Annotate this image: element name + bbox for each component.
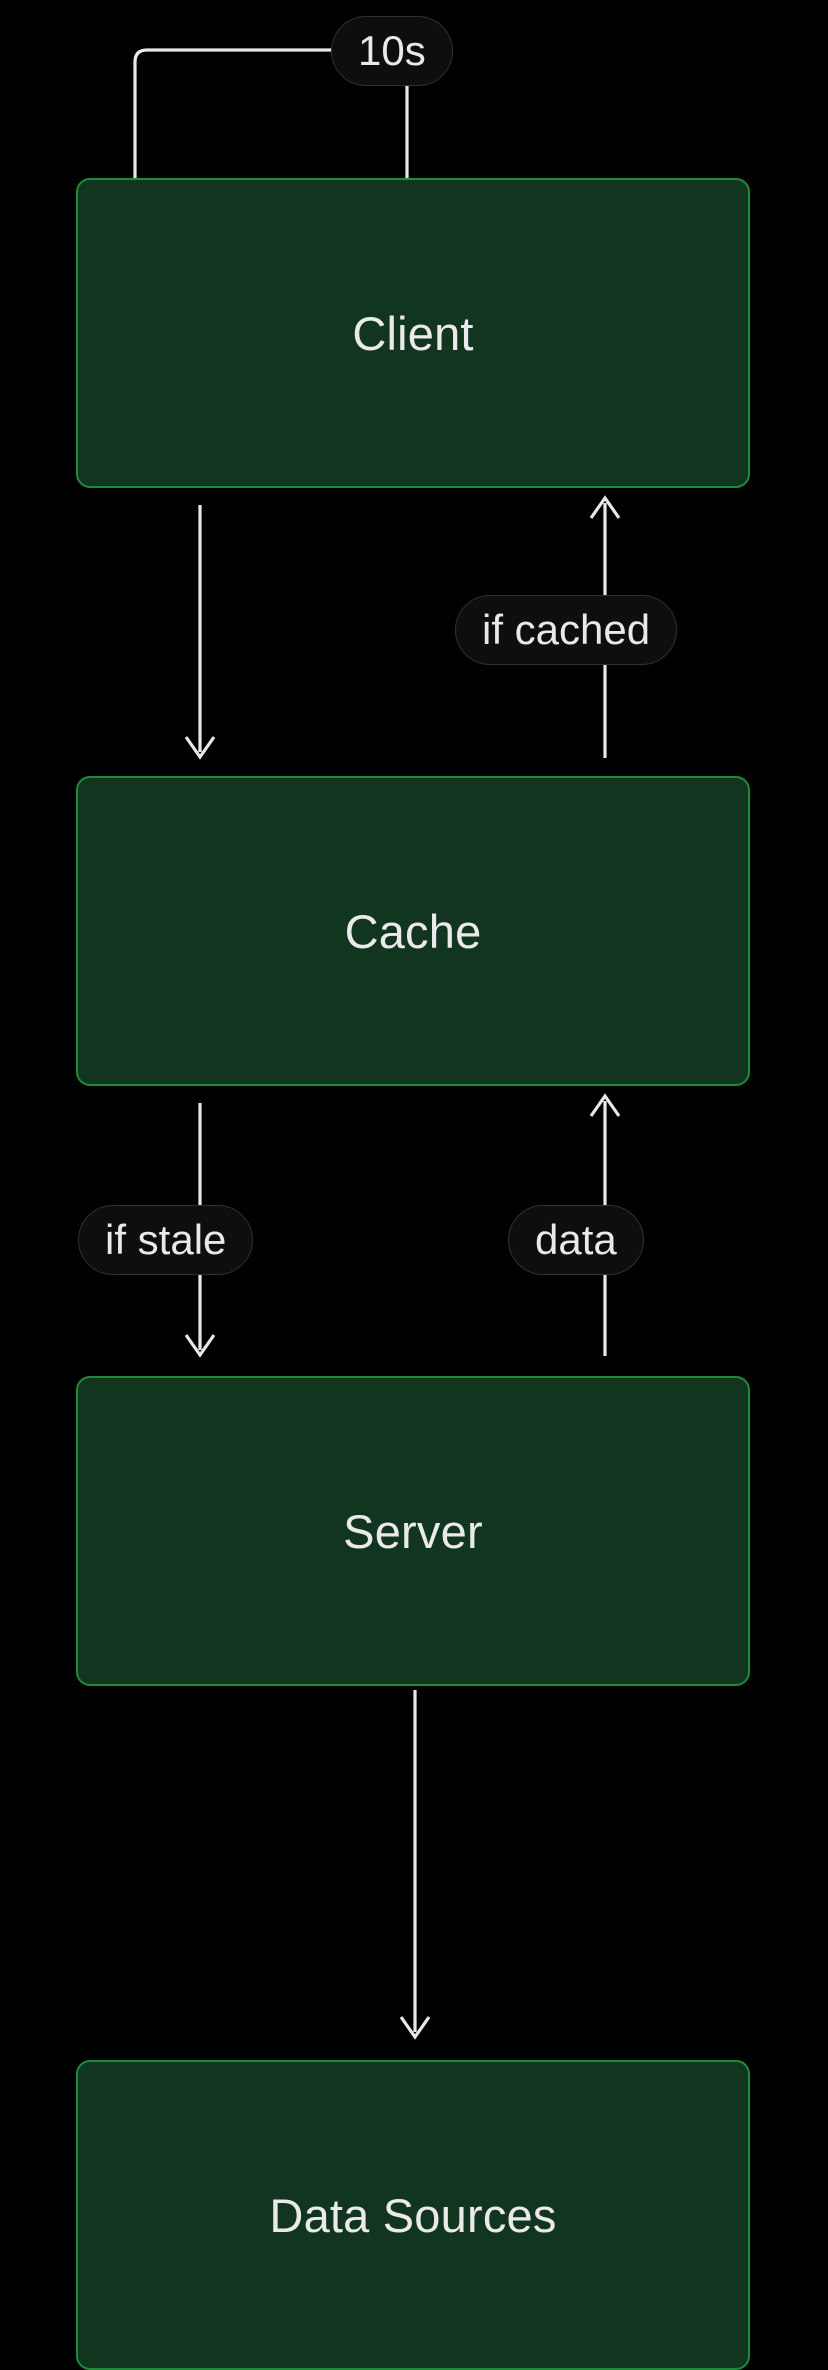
node-cache[interactable]: Cache [76,776,750,1086]
edge-server-to-data-sources [399,1690,431,2040]
node-cache-label: Cache [344,904,482,958]
node-server-label: Server [343,1504,483,1558]
edge-label-if-cached-text: if cached [482,606,651,653]
edge-label-if-stale-text: if stale [105,1216,227,1263]
node-data-sources-label: Data Sources [269,2188,557,2242]
edge-label-if-cached[interactable]: if cached [455,595,678,665]
edge-label-refresh-interval-text: 10s [358,27,426,74]
edge-label-data-text: data [535,1216,617,1263]
edge-client-to-cache-arrowhead [184,736,216,760]
flowchart-canvas: Client Cache Server Data Sources 10s if … [76,16,750,2370]
node-client-label: Client [352,306,474,360]
edge-label-refresh-interval[interactable]: 10s [331,16,453,86]
edge-cache-to-client-arrowhead [589,495,621,519]
node-data-sources[interactable]: Data Sources [76,2060,750,2370]
edge-server-to-cache-arrowhead [589,1093,621,1117]
edge-client-to-cache [184,505,216,760]
edge-label-data[interactable]: data [508,1205,644,1275]
edge-server-to-data-sources-arrowhead [399,2016,431,2040]
edge-label-if-stale[interactable]: if stale [78,1205,254,1275]
node-server[interactable]: Server [76,1376,750,1686]
node-client[interactable]: Client [76,178,750,488]
edge-cache-to-server-arrowhead [184,1334,216,1358]
